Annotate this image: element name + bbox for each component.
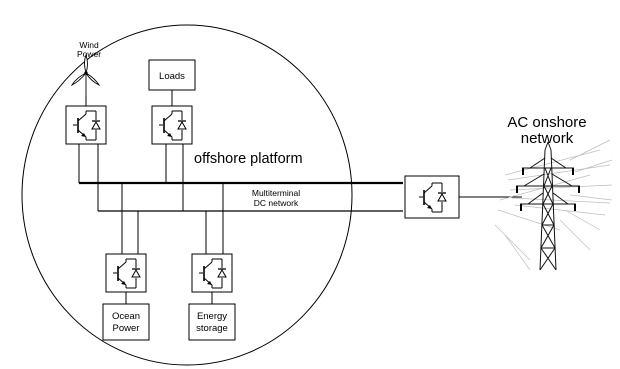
ocean-label-line2: Power xyxy=(113,323,140,334)
loads-box xyxy=(148,59,196,91)
offshore-platform-boundary xyxy=(21,24,353,366)
onshore-converter xyxy=(404,175,460,219)
ocean-label-line1: Ocean xyxy=(112,311,140,322)
offshore-platform-label: offshore platform xyxy=(194,151,303,167)
ocean-converter xyxy=(105,253,147,293)
wind-label-line2: Power xyxy=(77,49,101,59)
ac-network-label-line2: network xyxy=(521,130,574,147)
dc-network-label-line1: Multiterminal xyxy=(252,188,300,198)
storage-converter xyxy=(191,253,233,293)
ac-network-label-line1: AC onshore xyxy=(507,114,586,131)
energy-storage-box xyxy=(188,303,236,341)
transmission-tower-icon xyxy=(494,139,613,271)
loads-converter xyxy=(151,105,193,145)
wind-converter xyxy=(65,105,107,145)
dc-network-label-line2: DC network xyxy=(254,198,299,208)
wind-turbine-icon xyxy=(70,53,101,96)
storage-label-line2: storage xyxy=(196,323,228,334)
loads-label: Loads xyxy=(159,71,185,82)
ocean-power-box xyxy=(102,303,150,341)
wind-label-line1: Wind xyxy=(79,40,99,50)
storage-label-line1: Energy xyxy=(197,311,227,322)
